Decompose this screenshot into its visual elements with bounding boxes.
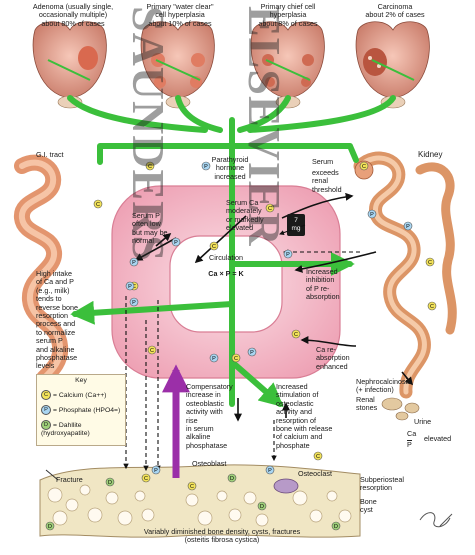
compensatory-label: Compensatory increase in osteoblastic ac… — [186, 382, 233, 450]
ca-reabsorption-label: Ca re- absorption enhanced — [316, 345, 350, 371]
p-reabsorption-label: Increased inhibition of P re- absorption — [306, 267, 340, 302]
high-intake-label: High intake of Ca and P (e.g., milk) ten… — [36, 269, 78, 371]
osteoclastic-label: Increased stimulation of osteoclastic ac… — [276, 382, 333, 450]
osteoclast-label: Osteoclast — [298, 469, 332, 478]
svg-text:C: C — [96, 202, 100, 208]
watermark-left: SAUNDERS — [123, 6, 174, 262]
svg-text:C: C — [144, 476, 148, 482]
urine-p-label: P — [407, 440, 412, 449]
serum-ca-label: Serum Ca moderately or markedly elevated — [226, 198, 264, 233]
svg-text:D: D — [48, 524, 52, 530]
kidney-nephron-drawing — [353, 151, 457, 399]
renal-stones-label: Renal stones — [356, 395, 378, 413]
clear-cell-label: Primary "water clear" cell hyperplasia a… — [146, 2, 214, 28]
key-dahllite-label: = Dahllite (hydroxyapatite) — [41, 421, 90, 437]
svg-text:C: C — [212, 244, 216, 250]
renal-stones-drawing — [381, 397, 420, 421]
bone-strip-drawing — [39, 464, 361, 538]
key-phosphate-row: P= Phosphate (HPO4=) — [41, 405, 120, 415]
adenoma-label: Adenoma (usually single, occasionally mu… — [32, 2, 114, 28]
svg-text:P: P — [174, 240, 178, 246]
urine-elevated-label: elevated — [424, 434, 452, 443]
serum-p-label: Serum P often low but may be normal — [132, 211, 168, 246]
chief-cell-label: Primary chief cell hyperplasia about 8% … — [258, 2, 318, 28]
svg-text:C: C — [268, 206, 272, 212]
svg-text:D: D — [230, 476, 234, 482]
carcinoma-label: Carcinoma about 2% of cases — [365, 2, 425, 20]
urine-label: Urine — [414, 417, 432, 426]
svg-text:C: C — [234, 356, 238, 362]
fracture-label: Fracture — [56, 475, 83, 484]
diminished-density-label: Variably diminished bone density, cysts,… — [143, 527, 301, 545]
urine-ca-label: Ca — [407, 429, 417, 438]
svg-text:P: P — [132, 260, 136, 266]
osteoblast-label: Osteoblast — [192, 459, 227, 468]
artist-signature — [419, 512, 453, 528]
svg-text:P: P — [268, 468, 272, 474]
hormone-label: Parathyroid hormone increased — [211, 155, 249, 181]
svg-text:C: C — [148, 164, 152, 170]
key-calcium-label: = Calcium (Ca++) — [53, 391, 107, 399]
nephrocalcinosis-label: Nephrocalcinosis (+ infection) — [356, 377, 411, 395]
svg-text:P: P — [370, 212, 374, 218]
svg-text:C: C — [428, 260, 432, 266]
ca-level-value: 7 mg — [291, 217, 301, 232]
key-calcium-row: C= Calcium (Ca++) — [41, 390, 106, 400]
key-title: Key — [75, 377, 87, 384]
gi-tract-label: G.I. tract — [36, 150, 64, 159]
bone-cyst-label: Bone cyst — [360, 497, 377, 515]
key-phosphate-label: = Phosphate (HPO4=) — [53, 406, 121, 414]
subperiosteal-label: Subperiosteal resorption — [360, 475, 404, 493]
svg-text:P: P — [154, 468, 158, 474]
watermark-right: ELSEVIER — [239, 6, 290, 247]
svg-text:P: P — [128, 284, 132, 290]
renal-threshold-label: exceeds renal threshold — [312, 168, 342, 194]
ion-dots: C C P C P P C C P C P C P C P C C C P P … — [45, 161, 437, 531]
gland-green-outlines — [47, 59, 415, 81]
svg-text:C: C — [150, 348, 154, 354]
svg-text:P: P — [286, 252, 290, 258]
svg-text:C: C — [316, 454, 320, 460]
svg-text:P: P — [212, 356, 216, 362]
svg-text:C: C — [430, 304, 434, 310]
legend-key: Key C= Calcium (Ca++) P= Phosphate (HPO4… — [36, 374, 126, 446]
serum-label: Serum — [312, 157, 334, 166]
ca-level-box — [287, 214, 305, 236]
dashed-flow-arrows — [123, 249, 360, 472]
svg-text:P: P — [250, 350, 254, 356]
svg-text:P: P — [406, 224, 410, 230]
svg-text:D: D — [260, 504, 264, 510]
svg-text:D: D — [108, 480, 112, 486]
calcium-icon: C — [41, 390, 51, 400]
kidney-title: Kidney — [418, 150, 443, 159]
svg-text:C: C — [190, 484, 194, 490]
svg-text:D: D — [334, 524, 338, 530]
svg-text:P: P — [204, 164, 208, 170]
hormone-pathway-lines — [67, 95, 396, 408]
svg-text:C: C — [362, 164, 366, 170]
dahllite-icon: D — [41, 420, 51, 430]
key-dahllite-row: D= Dahllite (hydroxyapatite) — [41, 420, 90, 438]
circulation-label: Circulation — [209, 253, 243, 262]
phosphate-icon: P — [41, 405, 51, 415]
svg-text:P: P — [132, 300, 136, 306]
calcium-phosphate-product: Ca × P = K — [208, 269, 244, 278]
svg-text:C: C — [294, 332, 298, 338]
